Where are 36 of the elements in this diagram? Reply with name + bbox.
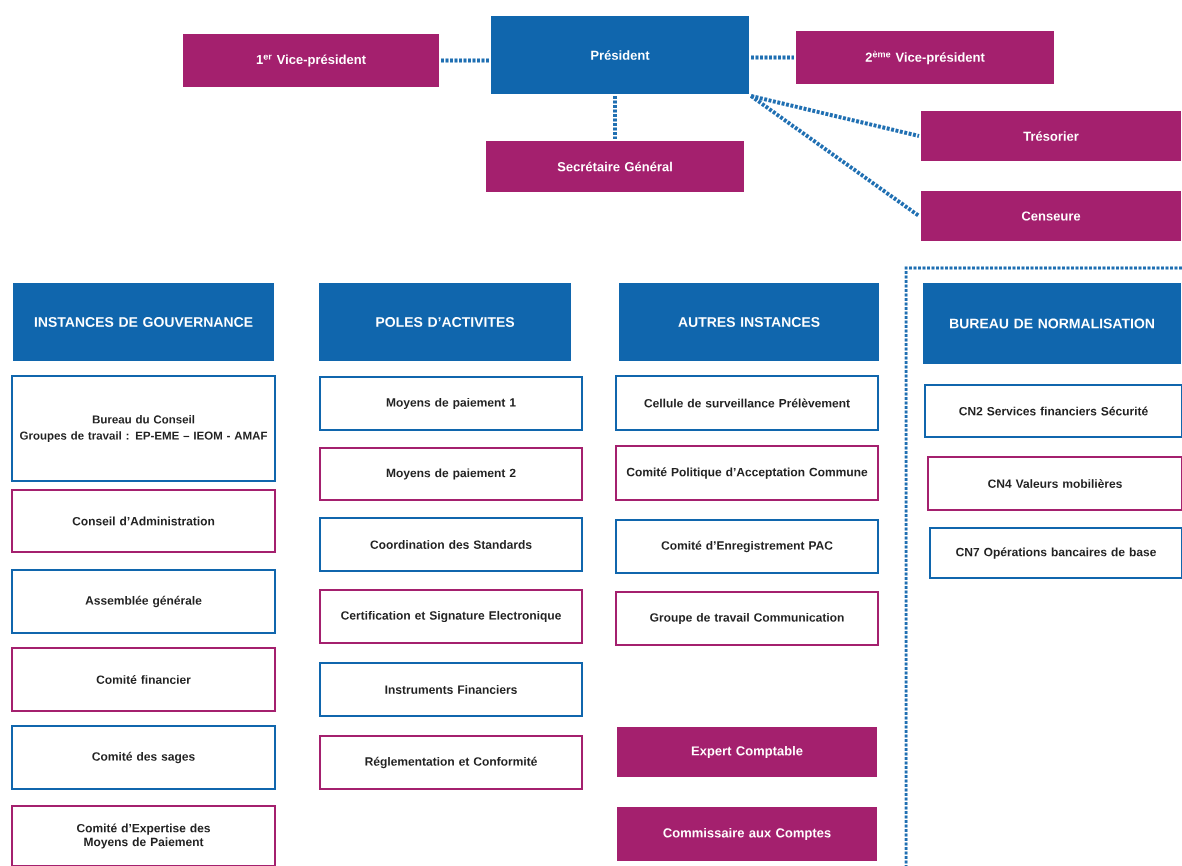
committee-box: Comité d’Expertise des Moyens de Paiement — [11, 805, 276, 866]
committee-box: Groupe de travail Communication — [615, 591, 879, 646]
committee-box: Conseil d’Administration — [11, 489, 276, 553]
role-box: Commissaire aux Comptes — [615, 805, 879, 863]
committee-box: CN7 Opérations bancaires de base — [929, 527, 1182, 579]
committee-box: Instruments Financiers — [319, 662, 583, 717]
committee-box: Réglementation et Conformité — [319, 735, 583, 790]
role-box: Expert Comptable — [615, 725, 879, 779]
role-box: 2$^{ème}$ Vice-président — [794, 29, 1056, 86]
connector-line — [750, 94, 920, 138]
committee-box: Moyens de paiement 1 — [319, 376, 583, 431]
header-box: INSTANCES DE GOUVERNANCE — [11, 281, 276, 363]
header-box: Président — [489, 14, 751, 96]
role-box: 1$^{er}$ Vice-président — [181, 32, 441, 89]
committee-box: Certification et Signature Electronique — [319, 589, 583, 644]
committee-box: CN2 Services financiers Sécurité — [924, 384, 1182, 438]
connector-line — [441, 58, 489, 63]
connector-line — [751, 55, 794, 60]
committee-box: Assemblée générale — [11, 569, 276, 634]
committee-box: Comité d’Enregistrement PAC — [615, 519, 879, 574]
header-box: BUREAU DE NORMALISATION — [921, 281, 1182, 366]
role-box: Trésorier — [919, 109, 1182, 163]
committee-box: Bureau du Conseil Groupes de travail : EP-EME – IEOM - AMAF — [11, 375, 276, 482]
committee-box: CN4 Valeurs mobilières — [927, 456, 1182, 511]
committee-box: Comité financier — [11, 647, 276, 712]
connector-line — [749, 94, 921, 218]
committee-box: Comité des sages — [11, 725, 276, 790]
committee-box: Moyens de paiement 2 — [319, 447, 583, 501]
header-box: AUTRES INSTANCES — [617, 281, 881, 363]
role-box: Censeure — [919, 189, 1182, 243]
committee-box: Comité Politique d’Acceptation Commune — [615, 445, 879, 501]
role-box: Secrétaire Général — [484, 139, 746, 194]
header-box: POLES D’ACTIVITES — [317, 281, 573, 363]
connector-line — [613, 96, 617, 139]
committee-box: Cellule de surveillance Prélèvement — [615, 375, 879, 431]
committee-box: Coordination des Standards — [319, 517, 583, 572]
